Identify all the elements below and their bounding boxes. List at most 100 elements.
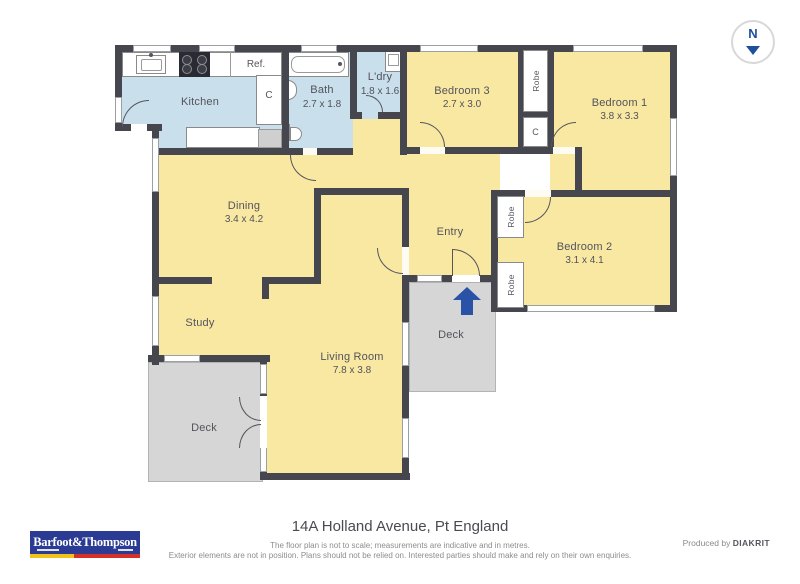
disclaimer-line2: Exterior elements are not in position. P… <box>168 551 632 560</box>
door-opening <box>452 275 480 282</box>
window <box>152 138 159 192</box>
room-label-dining: Dining <box>227 199 261 212</box>
bathtub-inner <box>291 56 345 73</box>
compass-n-label: N <box>748 26 758 41</box>
counter-divider <box>230 52 231 77</box>
wall <box>407 147 518 154</box>
wall <box>518 112 554 117</box>
room-label-bedroom2: Bedroom 2 <box>556 240 613 253</box>
room-label-laundry: L'dry <box>367 71 393 83</box>
door-opening <box>362 112 378 119</box>
logo-wordmark: Barfoot&Thompson <box>30 531 140 554</box>
cupboard-hall: C <box>523 117 548 147</box>
room-label-kitchen: Kitchen <box>180 95 220 108</box>
window <box>260 364 267 394</box>
room-dims-living: 7.8 x 3.8 <box>332 364 372 376</box>
laundry-tub-inner <box>388 54 399 66</box>
wall <box>314 188 407 195</box>
room-label-deck-left: Deck <box>191 421 217 434</box>
wall <box>491 190 498 312</box>
wall <box>159 148 353 155</box>
robe-hall-label: Robe <box>530 70 541 92</box>
room-dims-bedroom3: 2.7 x 3.0 <box>442 98 482 110</box>
bathtub-faucet-dot <box>338 62 342 66</box>
fridge-label: Ref. <box>246 58 266 70</box>
window <box>301 45 337 52</box>
toilet-icon <box>290 127 302 141</box>
room-label-study: Study <box>185 316 215 329</box>
room-label-bedroom3: Bedroom 3 <box>434 84 490 97</box>
produced-by-text: Produced by <box>682 538 733 548</box>
entrance-arrow-icon <box>453 287 481 300</box>
robe-bedroom2-bottom-label: Robe <box>505 274 516 296</box>
hot-water-cupboard <box>258 129 282 148</box>
robe-bedroom2-top: Robe <box>497 196 524 238</box>
producer-name: DIAKRIT <box>732 538 770 548</box>
wall <box>491 147 553 154</box>
disclaimer-line1: The floor plan is not to scale; measurem… <box>270 541 530 550</box>
room-label-bath: Bath <box>310 84 334 96</box>
door-leaf <box>452 249 453 276</box>
wall <box>115 45 677 52</box>
wall <box>262 277 317 284</box>
compass-arrow-icon <box>746 46 760 55</box>
door-opening <box>420 147 445 154</box>
room-label-bedroom1: Bedroom 1 <box>591 96 648 109</box>
kitchen-sink-basin <box>141 59 162 71</box>
door-opening <box>260 396 267 448</box>
room-dims-bedroom1: 3.8 x 3.3 <box>600 110 639 122</box>
door-opening <box>303 148 317 155</box>
page-title: 14A Holland Avenue, Pt England <box>291 518 509 535</box>
window <box>115 97 122 123</box>
room-fill-bedroom1 <box>550 48 677 193</box>
logo-subline-left <box>37 549 59 551</box>
door-opening <box>553 147 575 154</box>
room-dims-laundry: 1.8 x 1.6 <box>360 85 400 97</box>
window <box>133 45 171 52</box>
room-dims-bedroom2: 3.1 x 4.1 <box>565 254 604 266</box>
logo-subline-right <box>118 549 133 551</box>
wall <box>152 277 212 284</box>
robe-hall: Robe <box>523 50 548 112</box>
wall <box>400 45 407 119</box>
window <box>199 45 235 52</box>
entrance-arrow-shaft <box>461 299 473 315</box>
window <box>420 45 478 52</box>
wall <box>518 45 525 154</box>
kitchen-faucet-dot <box>149 53 153 57</box>
logo-stripe-yellow <box>30 554 74 558</box>
barfoot-thompson-logo: Barfoot&Thompson <box>30 531 140 558</box>
window <box>152 296 159 346</box>
room-label-deck-right: Deck <box>438 328 464 341</box>
wall <box>575 147 582 197</box>
room-dims-dining: 3.4 x 4.2 <box>224 213 264 225</box>
room-label-living: Living Room <box>320 350 384 363</box>
window <box>260 446 267 472</box>
door-opening <box>131 124 147 131</box>
wall <box>491 190 677 197</box>
robe-bedroom2-top-label: Robe <box>505 206 516 228</box>
compass: N <box>731 20 775 64</box>
door-opening <box>402 247 409 275</box>
window <box>670 118 677 176</box>
window <box>164 355 200 362</box>
wall <box>350 45 357 119</box>
room-label-entry: Entry <box>436 225 464 238</box>
wall <box>115 45 122 131</box>
door-opening <box>525 190 551 197</box>
wall <box>670 190 677 312</box>
wall <box>282 45 289 155</box>
kitchen-cupboard <box>256 75 282 125</box>
produced-by: Produced by DIAKRIT <box>560 538 770 548</box>
logo-stripe-red <box>74 554 140 558</box>
deck-right-area <box>409 282 496 392</box>
window <box>402 418 409 458</box>
wall <box>400 112 407 155</box>
kitchen-cupboard-label: C <box>265 89 273 101</box>
window <box>402 322 409 366</box>
robe-bedroom2-bottom: Robe <box>497 262 524 308</box>
window <box>527 305 655 312</box>
wall <box>260 473 410 480</box>
room-dims-bath: 2.7 x 1.8 <box>302 98 342 110</box>
